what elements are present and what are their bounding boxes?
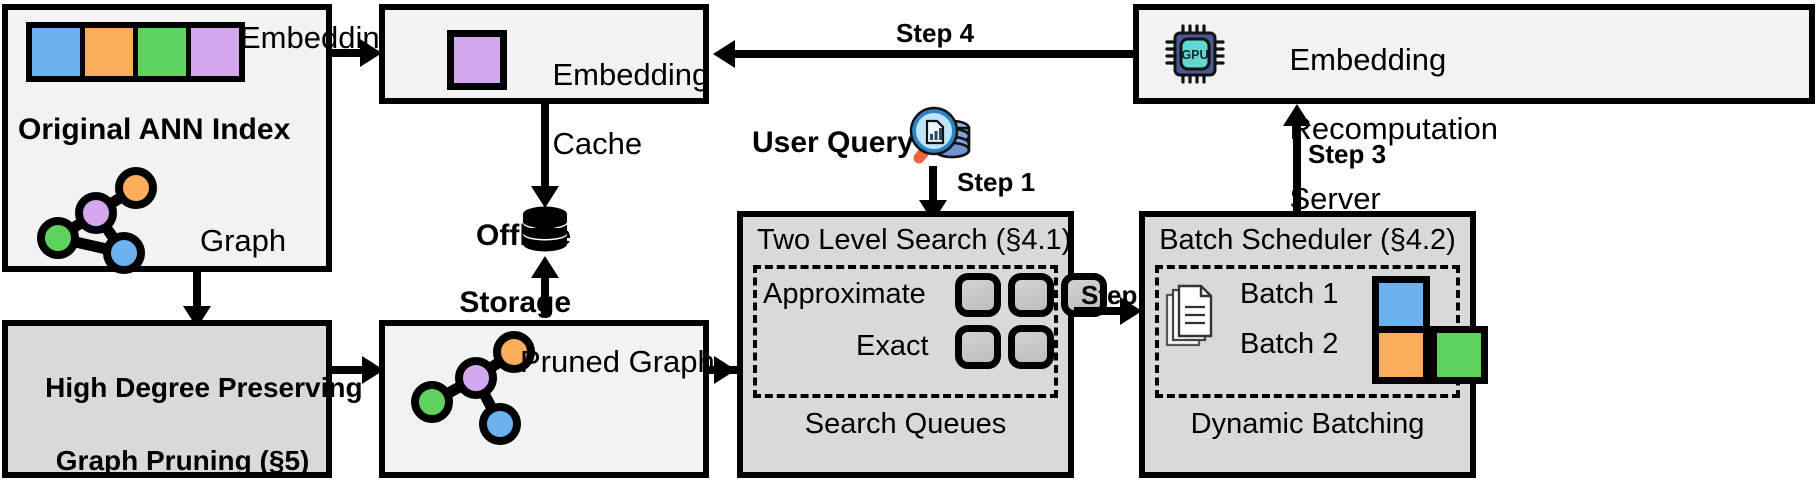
step2-arrow-shaft xyxy=(1074,307,1126,315)
index-to-pruning-shaft xyxy=(193,272,201,310)
cache-to-storage-shaft xyxy=(541,104,549,188)
documents-stack-icon xyxy=(1163,283,1219,353)
ers-label-line2: Recomputation xyxy=(1289,111,1498,147)
original-graph-glyph xyxy=(32,165,192,274)
embedding-swatch-orange xyxy=(85,28,138,76)
search-queue-row-exact xyxy=(955,325,1054,369)
pruned-to-storage-head xyxy=(531,256,559,278)
pruned-graph-box xyxy=(379,320,709,478)
queue-slot[interactable] xyxy=(955,325,1001,369)
embedding-cache-swatch xyxy=(447,30,507,90)
database-cylinder-icon xyxy=(518,205,572,259)
query-search-database-icon xyxy=(902,105,974,171)
embedding-cache-label-line1: Embedding xyxy=(552,56,710,92)
graph-pruning-box xyxy=(2,320,332,478)
dynamic-batching-footer: Dynamic Batching xyxy=(1190,408,1425,440)
queue-slot[interactable] xyxy=(955,273,1001,317)
graph-pruning-label: High Degree Preserving Graph Pruning (§5… xyxy=(14,334,362,481)
search-queue-row-approximate xyxy=(955,273,1107,317)
step4-arrow-shaft xyxy=(735,50,1133,58)
arrow-index-to-cache-shaft xyxy=(332,49,362,57)
pruning-to-pruned-shaft xyxy=(332,366,364,374)
embedding-cache-label-line2: Cache xyxy=(552,126,643,162)
step2-arrow-head xyxy=(1120,297,1142,325)
search-queues-footer: Search Queues xyxy=(804,408,1007,440)
gpu-chip-icon: GPU xyxy=(1163,22,1227,86)
embedding-recomputation-server-box xyxy=(1133,4,1815,104)
pruned-graph-glyph xyxy=(406,330,556,446)
offline-storage-label-line2: Storage xyxy=(459,285,572,319)
step3-arrow-head xyxy=(1283,104,1311,126)
original-ann-index-title: Original ANN Index xyxy=(18,113,291,146)
ers-label-line1: Embedding xyxy=(1289,41,1447,77)
graph-pruning-label-line1: High Degree Preserving xyxy=(45,372,363,404)
search-queues-dashed-region xyxy=(753,265,1058,398)
step3-arrow-shaft xyxy=(1293,126,1301,212)
ers-label-line3: Server xyxy=(1289,180,1381,216)
pruned-to-storage-shaft xyxy=(541,276,549,316)
embedding-swatch-strip xyxy=(26,22,245,82)
cache-to-storage-head xyxy=(531,186,559,208)
batch-2-swatch-green xyxy=(1430,326,1488,384)
user-query-label: User Query xyxy=(752,126,914,159)
pruning-to-pruned-head xyxy=(362,356,384,384)
queue-slot[interactable] xyxy=(1008,325,1054,369)
pruned-graph-label: Pruned Graph xyxy=(520,344,715,379)
arrow-index-to-cache-head xyxy=(360,39,382,67)
search-row-label-approximate: Approximate xyxy=(763,278,926,310)
search-row-label-exact: Exact xyxy=(856,330,929,362)
embedding-swatch-blue xyxy=(32,28,85,76)
embedding-cache-box xyxy=(379,4,709,104)
batch-1-label: Batch 1 xyxy=(1240,278,1339,310)
graph-label: Graph xyxy=(200,223,287,258)
gpu-icon-text: GPU xyxy=(1181,48,1208,62)
step1-label: Step 1 xyxy=(957,167,1036,197)
embedding-cache-label: Embedding Cache xyxy=(518,23,709,197)
batch-2-swatch-orange xyxy=(1372,326,1430,384)
batch-scheduler-title: Batch Scheduler (§4.2) xyxy=(1159,224,1456,256)
step4-arrow-head xyxy=(713,40,735,68)
two-level-search-title: Two Level Search (§4.1) xyxy=(757,224,1072,256)
graph-pruning-label-line2: Graph Pruning (§5) xyxy=(55,445,310,477)
embedding-recomputation-server-label: Embedding Recomputation Server xyxy=(1255,8,1498,251)
pruned-to-search-head xyxy=(714,356,736,384)
queue-slot[interactable] xyxy=(1008,273,1054,317)
embedding-swatch-green xyxy=(138,28,191,76)
batch-2-label: Batch 2 xyxy=(1240,328,1339,360)
step1-arrow-shaft xyxy=(929,166,937,208)
step4-label: Step 4 xyxy=(896,18,975,48)
embedding-swatch-purple xyxy=(191,28,239,76)
step3-label: Step 3 xyxy=(1308,139,1387,169)
